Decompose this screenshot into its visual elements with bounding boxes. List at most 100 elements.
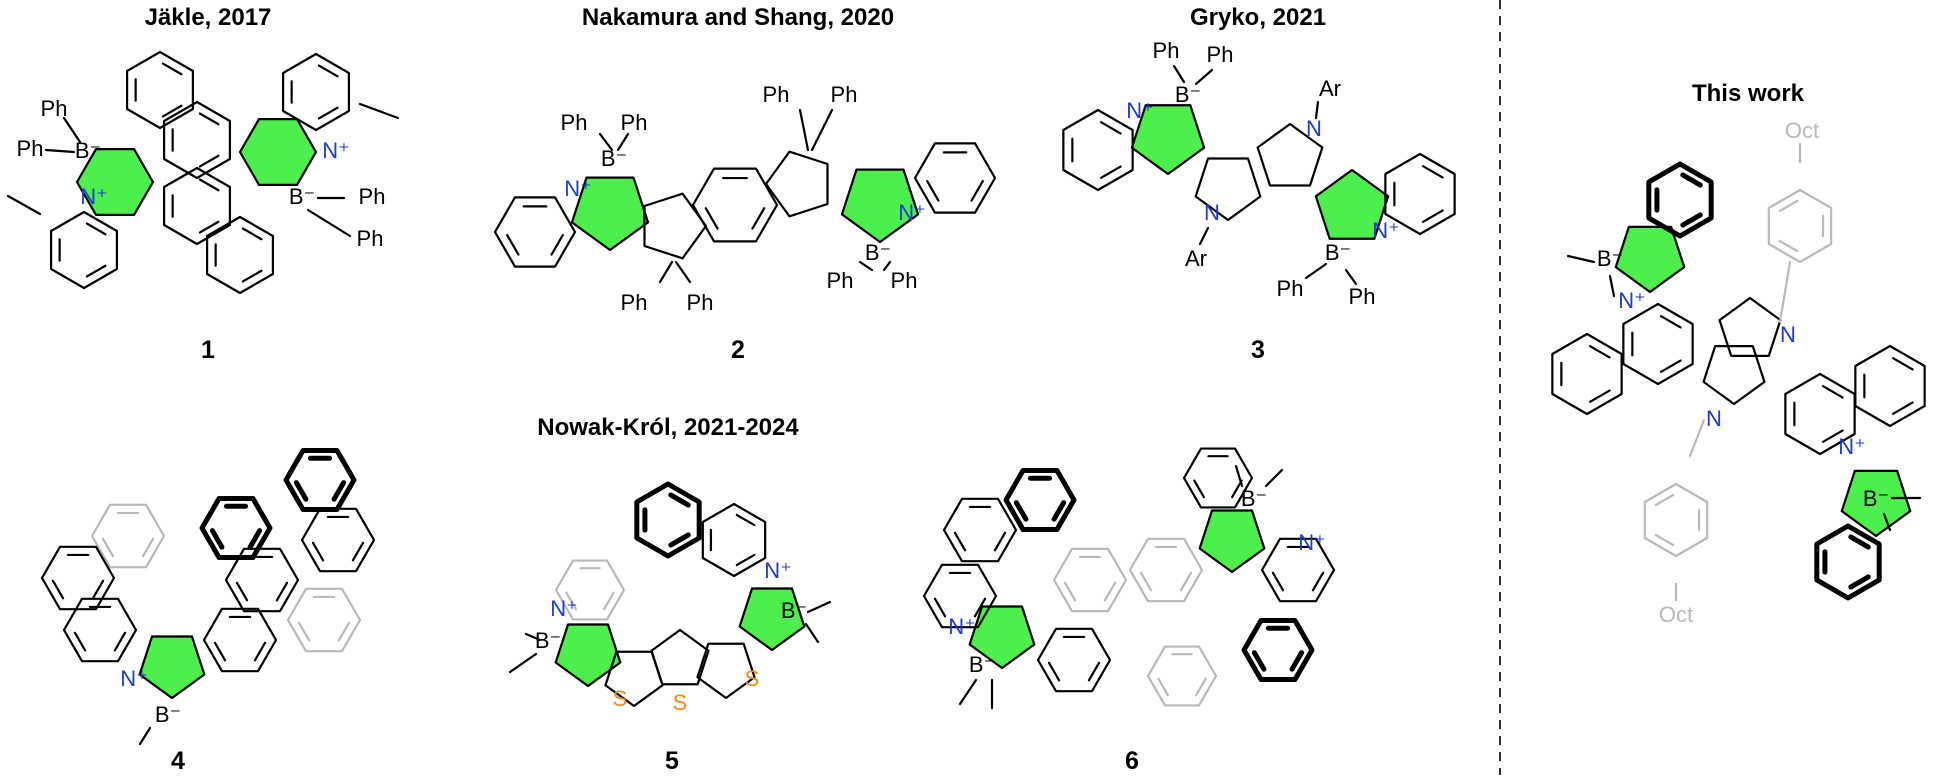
fused-five-ring — [764, 150, 829, 218]
bond — [806, 600, 832, 614]
nitrogen-cation-label: N⁺ — [948, 614, 976, 639]
double-bond — [565, 591, 578, 611]
double-bond — [1680, 172, 1703, 188]
heading-nowak-krol: Nowak-Król, 2021-2024 — [537, 414, 799, 441]
core-ring — [162, 100, 232, 180]
double-bond — [993, 531, 1007, 552]
ring — [1036, 627, 1112, 693]
double-bond — [85, 264, 107, 278]
double-bond — [1654, 493, 1675, 507]
phenyl-label: Ph — [621, 110, 648, 135]
bond — [62, 116, 82, 144]
double-bond — [735, 553, 756, 567]
boron-anion-label: B⁻ — [969, 652, 995, 677]
double-bond — [337, 621, 351, 642]
aryl-label: Ar — [1185, 246, 1207, 271]
bond — [508, 652, 538, 674]
phenyl-label: Ph — [687, 290, 714, 315]
double-bond — [1194, 677, 1207, 697]
quinoline-ring — [701, 502, 767, 578]
double-bond — [735, 513, 756, 527]
naphthyl-ring — [40, 545, 116, 611]
bond — [804, 622, 820, 644]
double-bond — [1251, 650, 1267, 672]
boron-anion-label: B⁻ — [1241, 486, 1267, 511]
structure-compound-4: N⁺B⁻ — [40, 448, 376, 746]
thiophene-ring — [696, 642, 756, 700]
double-bond — [1311, 571, 1325, 592]
phenyl-label: Ph — [1349, 284, 1376, 309]
pyridine-ring-right — [913, 142, 997, 214]
double-bond — [91, 579, 105, 600]
phenyl-label: Ph — [561, 110, 588, 135]
nitrogen-cation-label: N⁺ — [120, 666, 148, 691]
green-chelate-ring — [1840, 469, 1912, 538]
pyrrole-ring — [1256, 122, 1324, 187]
phenyl-label: Ph — [891, 268, 918, 293]
double-bond — [1103, 581, 1117, 602]
double-bond — [1139, 571, 1153, 592]
double-bond — [1193, 479, 1206, 499]
double-bond — [311, 541, 325, 562]
green-chelate-ring — [138, 635, 206, 700]
double-bond — [926, 179, 940, 202]
heading-gryko: Gryko, 2021 — [1189, 4, 1327, 31]
double-bond — [1051, 500, 1067, 522]
double-bond — [668, 532, 691, 548]
central-ring — [691, 167, 779, 243]
bond — [1566, 254, 1596, 264]
double-bond — [1654, 533, 1675, 547]
boron-anion-label: B⁻ — [865, 240, 891, 265]
double-bond — [1013, 500, 1029, 522]
thiophene-ring — [604, 650, 664, 708]
pyridine-ring-right — [1384, 152, 1456, 236]
bond — [1882, 512, 1892, 532]
double-bond — [161, 104, 183, 118]
nitrogen-cation-label: N⁺ — [1298, 530, 1326, 555]
double-bond — [1099, 165, 1122, 179]
phenyl-label: Ph — [359, 184, 386, 209]
boron-anion-label: B⁻ — [1597, 246, 1623, 271]
double-bond — [1289, 650, 1305, 672]
nitrogen-cation-label: N⁺ — [80, 184, 108, 209]
green-chelate-ring — [1314, 168, 1390, 240]
nitrogen-cation-label: N⁺ — [1618, 288, 1646, 313]
green-chelate-ring — [840, 168, 920, 244]
double-bond — [1848, 574, 1871, 590]
pyridine-ring-left — [493, 196, 577, 268]
double-bond — [1421, 165, 1444, 179]
pyridine-ring-right — [281, 52, 351, 132]
nitrogen-cation-label: N⁺ — [764, 558, 792, 583]
phenyl-label: Ph — [1207, 42, 1234, 67]
double-bond — [1271, 571, 1285, 592]
nitrogen-cation-label: N⁺ — [1372, 218, 1400, 243]
bond — [358, 102, 400, 120]
nitrogen-cation-label: N⁺ — [550, 596, 578, 621]
boron-anion-label: B⁻ — [781, 598, 807, 623]
nitrogen-label: N — [1306, 116, 1322, 141]
quinoline-ring — [1784, 372, 1856, 456]
pyridine-ring — [922, 563, 998, 629]
nitrogen-label: N — [1204, 200, 1220, 225]
double-bond — [1848, 534, 1871, 550]
double-bond — [198, 220, 220, 234]
double-bond — [1157, 677, 1170, 697]
double-bond — [209, 528, 225, 550]
faded-ring — [554, 559, 626, 621]
phenyl-label: Ph — [357, 226, 384, 251]
heading-this-work: This work — [1691, 80, 1805, 107]
double-bond — [293, 480, 309, 502]
phenyl-label: Ph — [1277, 276, 1304, 301]
phenyl-label: Ph — [41, 96, 68, 121]
quinoline-ring — [1622, 302, 1694, 386]
bond — [1778, 260, 1792, 324]
double-bond — [213, 641, 227, 662]
double-bond — [1778, 199, 1799, 213]
helix-ring — [224, 547, 300, 613]
double-bond — [235, 581, 249, 602]
double-bond — [1588, 389, 1611, 403]
compound-number-2: 2 — [731, 336, 745, 364]
boron-anion-label: B⁻ — [1175, 82, 1201, 107]
